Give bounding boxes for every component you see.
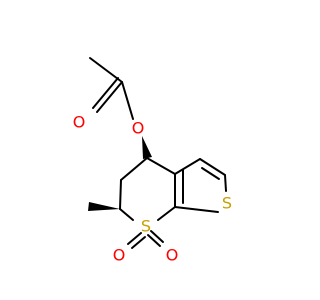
bond-sulfonyl-right-b xyxy=(150,230,164,243)
bond-c3-c2-inner xyxy=(201,167,220,180)
atom-carbonyl-oxygen: O xyxy=(73,113,86,132)
bond-c2-s1 xyxy=(224,174,227,192)
bond-c4-c3a xyxy=(146,157,176,175)
atom-sulfonyl-oxygen-right: O xyxy=(166,246,179,265)
bond-sulfonyl-left-a xyxy=(127,232,142,245)
atom-thiophene-sulfur: S xyxy=(222,194,232,213)
bond-c4-c5 xyxy=(120,157,148,181)
bond-sulfonyl-left-b xyxy=(131,236,146,249)
molecule-structure: O O S S O O xyxy=(73,57,232,265)
bond-methyl-carbonyl xyxy=(89,57,123,83)
bond-c6-s7 xyxy=(119,208,134,221)
atom-sulfonyl-oxygen-left: O xyxy=(113,246,126,265)
bond-carbonyl-double-1 xyxy=(96,81,123,113)
atom-ring-sulfur: S xyxy=(141,217,151,236)
bond-c5-c6 xyxy=(119,179,122,210)
molecule-diagram: O O S S O O xyxy=(73,57,232,265)
bond-carbonyl-double-2 xyxy=(92,77,119,109)
bond-s1-c7a xyxy=(174,206,219,213)
bond-c3-c2-outer xyxy=(199,158,226,176)
bond-carbonyl-ester-oxygen xyxy=(121,81,134,120)
atom-ester-oxygen: O xyxy=(132,119,145,138)
bond-c7a-s7 xyxy=(157,206,176,221)
wedge-bond-c6-methyl xyxy=(88,202,120,211)
bond-c3a-c3 xyxy=(174,158,201,175)
bond-sulfonyl-right-a xyxy=(147,234,161,247)
wedge-bond-oxygen-c4 xyxy=(142,136,152,159)
